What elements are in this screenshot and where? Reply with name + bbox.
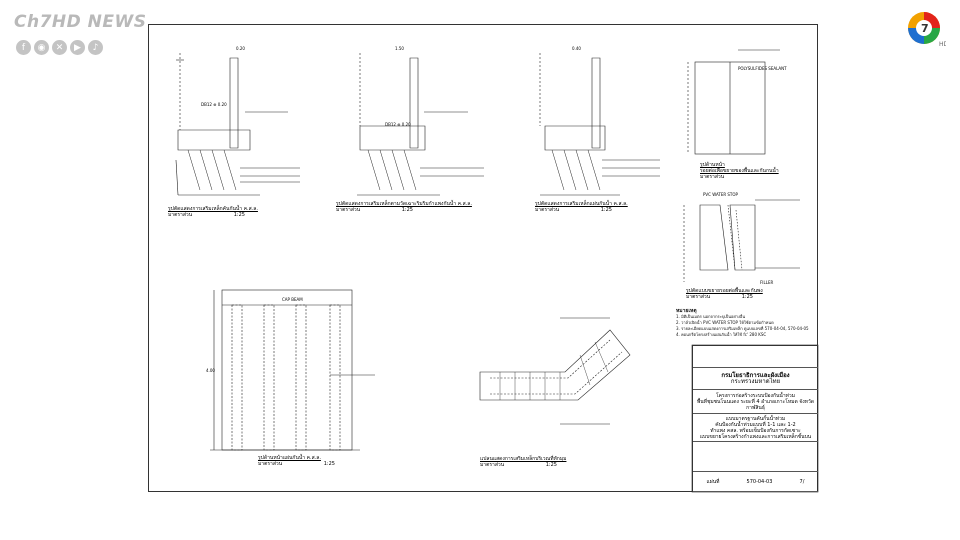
label-cap-beam: CAP BEAM — [282, 297, 303, 302]
section-2 — [357, 53, 484, 196]
caption-3-scale: 1:25 — [600, 207, 612, 213]
sheet-title-3: ทำแพง คสล. พร้อมเข็มป้องกันการกัดเซาะ — [710, 427, 801, 434]
note-item: 2. วาล์วเปิดน้ำ PVC WATER STOP ให้ใช้ตาม… — [676, 320, 774, 325]
sheet-number-row: แผ่นที่ 570-04-03 7/ — [693, 472, 818, 492]
caption-4: รูปด้านหน้าแผ่นกันน้ำ ค.ส.ล. มาตราส่วน 1… — [258, 455, 335, 467]
label-db12-b: DB12 ⊕ 0.20 — [385, 122, 411, 127]
label-dim-top: 0.20 — [236, 46, 245, 51]
caption-6: รูปด้านหน้า รอยต่อเพื่อขยายของพื้นและกัน… — [700, 162, 779, 180]
caption-4-scale: 1:25 — [323, 461, 335, 467]
org-line-1: กรมโยธาธิการและผังเมือง — [721, 371, 790, 379]
caption-2-title: รูปตัดแสดงการเสริมเหล็กตามวัดเฉาะริมริมก… — [336, 201, 472, 207]
caption-2-scale: 1:25 — [401, 207, 413, 213]
label-dim-mid: 1.50 — [395, 46, 404, 51]
note-item: 4. คอนกรีตโครงสร้างแผ่นกันน้ำ ให้ใช้ fc'… — [676, 332, 767, 337]
notes: หมายเหตุ 1. มิติเป็นเมตร นอกจากระบุเป็นอ… — [676, 308, 816, 338]
social-icons: f ◉ ✕ ▶ ♪ — [16, 40, 103, 55]
youtube-icon: ▶ — [70, 40, 85, 55]
caption-5-scale: 1:25 — [545, 462, 557, 468]
caption-7-sub: มาตราส่วน — [686, 294, 711, 300]
sheet-title-4: แบบขยายโครงสร้างกำแพงและการเสริมเหล็กชั้… — [699, 433, 812, 440]
sheet-no-label: แผ่นที่ — [706, 478, 720, 485]
caption-1-sub: มาตราส่วน — [168, 212, 193, 218]
joint-detail — [683, 199, 800, 282]
caption-2-sub: มาตราส่วน — [336, 207, 361, 213]
caption-7-title: รูปตัดแบบขยายรอยต่อพื้นและกันพง — [686, 288, 763, 294]
caption-7-scale: 1:25 — [741, 294, 753, 300]
tiktok-icon: ♪ — [88, 40, 103, 55]
caption-5: แปลนแสดงการเสริมเหล็กบริเวณที่หักมุม มาต… — [480, 456, 566, 468]
caption-4-sub: มาตราส่วน — [258, 461, 283, 467]
signature-rows — [693, 442, 818, 472]
caption-6-sub: รอยต่อเพื่อขยายของพื้นและกันกนน้ำ — [700, 168, 779, 174]
caption-2: รูปตัดแสดงการเสริมเหล็กตามวัดเฉาะริมริมก… — [336, 201, 472, 213]
caption-3-sub: มาตราส่วน — [535, 207, 560, 213]
note-item: 1. มิติเป็นเมตร นอกจากระบุเป็นอย่างอื่น — [676, 314, 746, 319]
caption-1-scale: 1:25 — [233, 212, 245, 218]
ch7-hd: HD — [939, 41, 946, 48]
project-line-2: พื้นที่ชุมชนโนนแดง ระยะที่ 4 อำเภอเกาะโห… — [696, 398, 815, 411]
label-sealant: POLYSULFIDES SEALANT — [738, 66, 787, 71]
title-block: กรมโยธาธิการและผังเมือง กระทรวงมหาดไทย โ… — [692, 345, 818, 492]
wall-elevation — [210, 289, 375, 451]
line-icon: ◉ — [34, 40, 49, 55]
caption-1: รูปตัดแสดงการเสริมเหล็กคันกันน้ำ ค.ส.ล. … — [168, 206, 258, 218]
project-name: โครงการก่อสร้างระบบป้องกันน้ำท่วม พื้นที… — [693, 390, 818, 414]
revision-rows — [693, 346, 818, 368]
caption-1-title: รูปตัดแสดงการเสริมเหล็กคันกันน้ำ ค.ส.ล. — [168, 206, 258, 212]
label-dim-side: 0.40 — [572, 46, 581, 51]
drawing-sheet — [148, 24, 818, 492]
label-pvc: PVC WATER STOP — [703, 192, 738, 197]
sheet-title-2: คันป้องกันน้ำท่วมแบบที่ 1-1 และ 1-2 — [715, 421, 796, 428]
caption-7: รูปตัดแบบขยายรอยต่อพื้นและกันพง มาตราส่ว… — [686, 288, 763, 300]
corner-plan — [479, 317, 631, 425]
sheet-no: 570-04-03 — [746, 478, 773, 485]
sheet-title-1: แบบมาตรฐานคันกั้นน้ำท่วม — [725, 415, 786, 422]
project-line-1: โครงการก่อสร้างระบบป้องกันน้ำท่วม — [715, 392, 796, 399]
section-1 — [175, 53, 300, 196]
org-line-2: กระทรวงมหาดไทย — [730, 377, 781, 385]
caption-3: รูปตัดแสดงการเสริมเหล็กแผ่นกันน้ำ ค.ส.ล.… — [535, 201, 628, 213]
label-filler: FILLER — [760, 280, 774, 285]
caption-5-sub: มาตราส่วน — [480, 462, 505, 468]
caption-6-scale: มาตราส่วน — [700, 174, 725, 180]
label-wall-height: 4.00 — [206, 368, 215, 373]
label-db12-a: DB12 ⊕ 0.20 — [201, 102, 227, 107]
facebook-icon: f — [16, 40, 31, 55]
x-icon: ✕ — [52, 40, 67, 55]
ch7-number: 7 — [921, 22, 929, 35]
caption-5-title: แปลนแสดงการเสริมเหล็กบริเวณที่หักมุม — [480, 456, 567, 462]
sheet-count: 7/ — [799, 478, 805, 485]
org-name: กรมโยธาธิการและผังเมือง กระทรวงมหาดไทย — [693, 368, 818, 390]
caption-6-title: รูปด้านหน้า — [700, 162, 725, 168]
caption-3-title: รูปตัดแสดงการเสริมเหล็กแผ่นกันน้ำ ค.ส.ล. — [535, 201, 628, 207]
ch7-logo: 7 HD — [908, 12, 946, 48]
caption-4-title: รูปด้านหน้าแผ่นกันน้ำ ค.ส.ล. — [258, 455, 321, 461]
sheet-title: แบบมาตรฐานคันกั้นน้ำท่วม คันป้องกันน้ำท่… — [693, 414, 818, 442]
note-item: 3. รายละเอียดแบบแสดงการเสริมเหล็ก ดูแบบเ… — [676, 326, 809, 331]
channel-logo-text: Ch7HD NEWS — [14, 12, 147, 32]
notes-heading: หมายเหตุ — [676, 308, 697, 314]
joint-elevation — [687, 49, 780, 155]
section-3 — [539, 53, 660, 196]
